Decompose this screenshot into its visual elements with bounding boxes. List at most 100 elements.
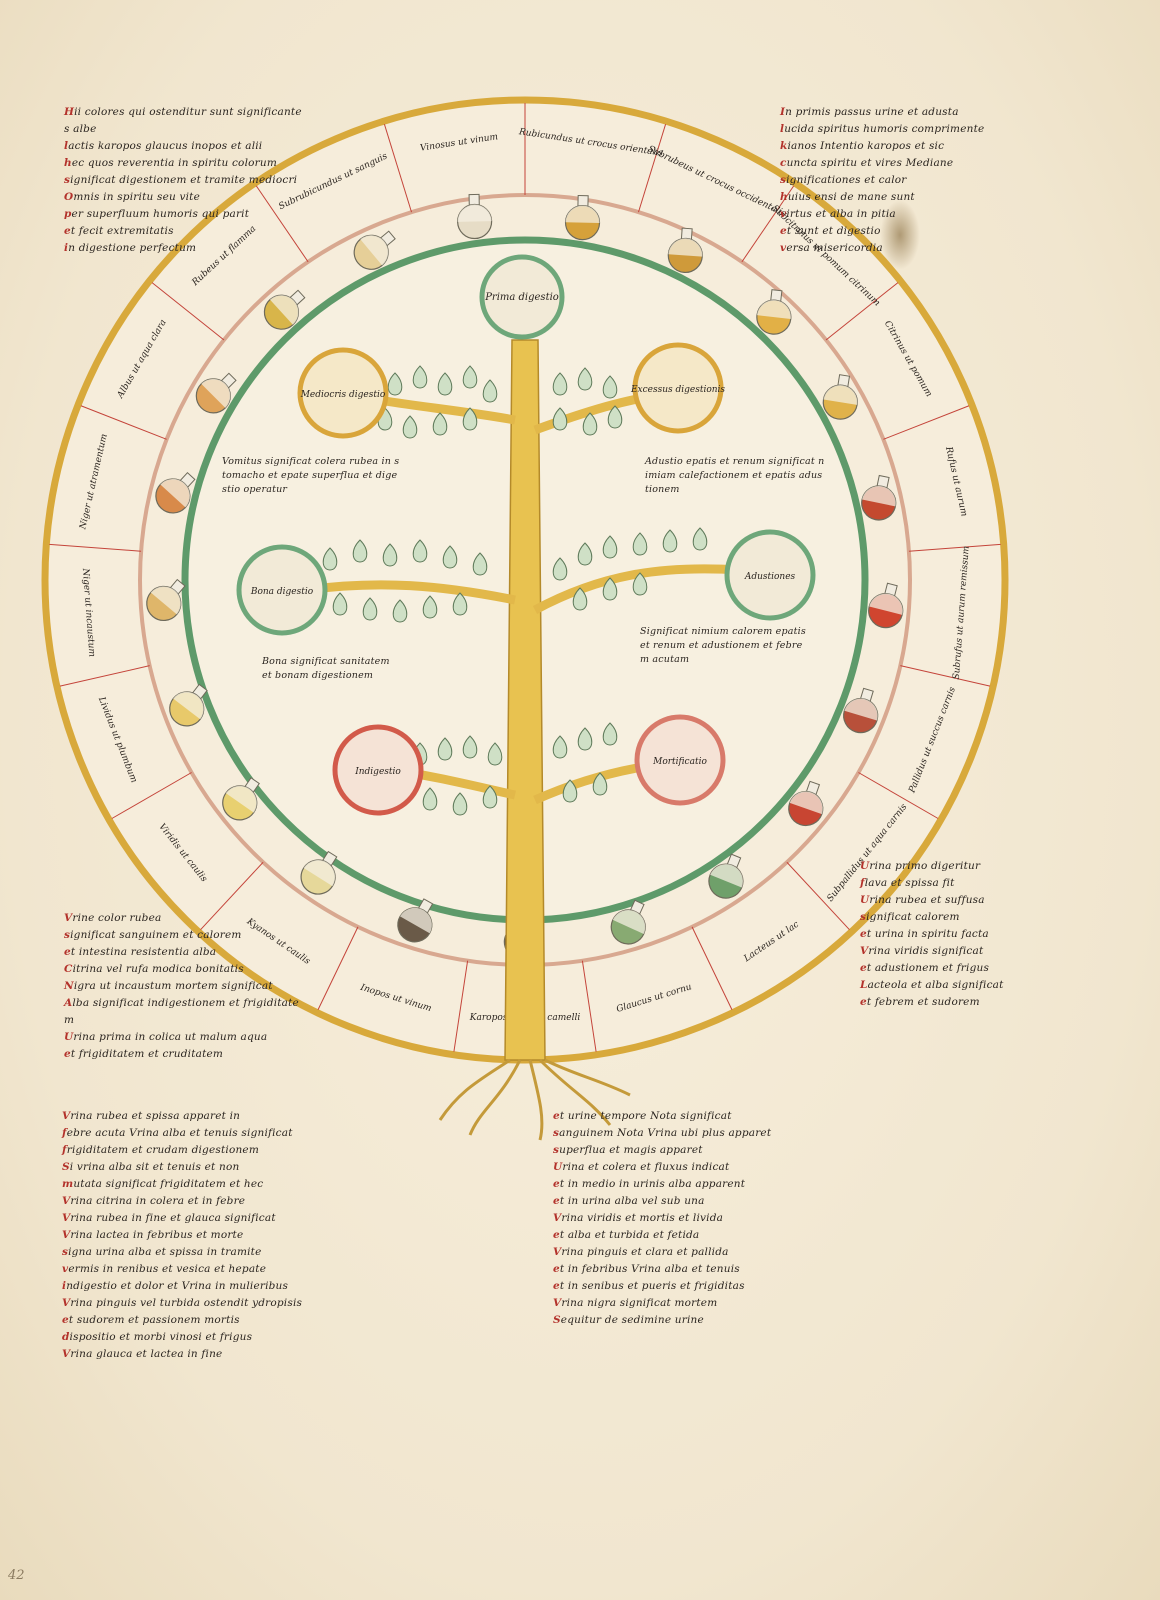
text-line-body: t in febribus Vrina alba et tenuis bbox=[559, 1263, 740, 1275]
text-line: Vrina citrina in colera et in febre bbox=[62, 1193, 512, 1210]
text-line: Citrina vel rufa modica bonitatis bbox=[64, 961, 304, 978]
flask-empty-top bbox=[150, 586, 181, 615]
text-line-body: equitur de sedimine urine bbox=[560, 1314, 704, 1326]
text-line-body: rina nigra significat mortem bbox=[561, 1297, 718, 1309]
flask-empty-top bbox=[457, 204, 492, 222]
tree-leaf bbox=[402, 415, 418, 439]
tree-leaf bbox=[582, 412, 598, 436]
urine-flask bbox=[822, 374, 858, 420]
rubricated-initial: C bbox=[64, 963, 73, 975]
rubricated-initial: V bbox=[553, 1246, 562, 1258]
text-line-body: ermis in renibus et vesica et hepate bbox=[68, 1263, 267, 1275]
urine-flask bbox=[861, 474, 897, 521]
flask-empty-top bbox=[201, 378, 231, 408]
text-line: flava et spissa fit bbox=[860, 875, 1020, 892]
text-line-body: irtus et alba in pitia bbox=[786, 208, 896, 220]
segment-spoke bbox=[908, 543, 1001, 552]
text-line: et alba et turbida et fetida bbox=[553, 1227, 1013, 1244]
tree-leaf bbox=[692, 527, 708, 551]
rubricated-initial: e bbox=[860, 928, 867, 940]
rubricated-initial: m bbox=[62, 1178, 74, 1190]
rubricated-initial: e bbox=[553, 1263, 560, 1275]
urine-flask bbox=[788, 780, 824, 827]
rubricated-initial: s bbox=[64, 929, 71, 941]
tree-leaf bbox=[602, 375, 618, 399]
segment-spoke bbox=[858, 772, 939, 819]
rubricated-initial: h bbox=[780, 191, 788, 203]
branch-note-text: Vomitus significat colera rubea in stoma… bbox=[222, 456, 400, 495]
text-line: virtus et alba in pitia bbox=[780, 206, 1020, 223]
text-line: sanguinem Nota Vrina ubi plus apparet bbox=[553, 1125, 1013, 1142]
tree-leaf bbox=[472, 552, 488, 576]
segment-spoke bbox=[151, 282, 225, 341]
text-line: Vrina viridis et mortis et livida bbox=[553, 1210, 1013, 1227]
rubricated-initial: i bbox=[64, 242, 69, 254]
rubricated-initial: e bbox=[553, 1229, 560, 1241]
flask-empty-top bbox=[612, 909, 646, 935]
segment-spoke bbox=[80, 405, 167, 440]
tree-leaves bbox=[322, 365, 708, 816]
tree-leaf bbox=[572, 587, 588, 611]
text-line-body: uperflua et magis apparet bbox=[559, 1144, 703, 1156]
segment-spoke bbox=[581, 960, 597, 1052]
digestion-node-ring bbox=[634, 714, 726, 806]
text-line: et in febribus Vrina alba et tenuis bbox=[553, 1261, 1013, 1278]
tree-leaf bbox=[462, 365, 478, 389]
tree-leaf bbox=[432, 412, 448, 436]
tree-leaf bbox=[452, 592, 468, 616]
tree-leaf bbox=[442, 545, 458, 569]
tree-leaf bbox=[632, 532, 648, 556]
text-line: dispositio et morbi vinosi et frigus bbox=[62, 1329, 512, 1346]
segment-spoke bbox=[741, 185, 795, 263]
branch-mid-right bbox=[532, 564, 741, 614]
text-line: et fecit extremitatis bbox=[64, 223, 304, 240]
urine-flask bbox=[146, 578, 186, 622]
text-line-body: t febrem et sudorem bbox=[866, 996, 980, 1008]
segment-spoke bbox=[111, 772, 192, 819]
text-line: significat digestionem et tramite medioc… bbox=[64, 172, 304, 189]
segment-spoke bbox=[638, 124, 667, 213]
rubricated-initial: h bbox=[64, 157, 72, 169]
tree-leaf bbox=[592, 772, 608, 796]
segment-spoke bbox=[49, 543, 142, 552]
tree-leaf bbox=[577, 542, 593, 566]
tree-leaf bbox=[562, 779, 578, 803]
text-line-body: rina glauca et lactea in fine bbox=[70, 1348, 223, 1360]
flask-empty-top bbox=[844, 698, 878, 721]
branch-note-mid-right: Significat nimium calorem epatis et renu… bbox=[640, 625, 810, 667]
text-line: significat calorem bbox=[860, 909, 1020, 926]
text-line-body: t in senibus et pueris et frigiditas bbox=[559, 1280, 745, 1292]
text-line: et urine tempore Nota significat bbox=[553, 1108, 1013, 1125]
text-line-body: rina lactea in febribus et morte bbox=[70, 1229, 244, 1241]
page-stain bbox=[880, 200, 920, 270]
text-line-body: actis karopos glaucus inopos et alii bbox=[68, 140, 263, 152]
text-line: Vrina nigra significat mortem bbox=[553, 1295, 1013, 1312]
tree-leaf bbox=[662, 529, 678, 553]
text-line: huius ensi de mane sunt bbox=[780, 189, 1020, 206]
rubricated-initial: V bbox=[553, 1297, 562, 1309]
text-line-body: acteola et alba significat bbox=[867, 979, 1004, 991]
tree-leaf bbox=[332, 592, 348, 616]
tree-leaf bbox=[462, 735, 478, 759]
tree-leaf bbox=[392, 599, 408, 623]
text-line-body: rigiditatem et crudam digestionem bbox=[66, 1144, 260, 1156]
digestion-node: Excessus digestionis bbox=[630, 342, 725, 434]
text-line-body: rina rubea et suffusa bbox=[869, 894, 985, 906]
digestion-node-label: Mediocris digestio bbox=[300, 390, 386, 400]
text-line-body: ispositio et morbi vinosi et frigus bbox=[69, 1331, 253, 1343]
urine-flask bbox=[169, 683, 208, 727]
rubricated-initial: V bbox=[62, 1195, 71, 1207]
flask-empty-top bbox=[710, 864, 743, 888]
text-line-body: t urina in spiritu facta bbox=[866, 928, 989, 940]
trunk-top-label: Prima digestio bbox=[484, 292, 559, 303]
digestion-node-label: Adustiones bbox=[744, 572, 796, 582]
text-line: Vrina pinguis vel turbida ostendit ydrop… bbox=[62, 1295, 512, 1312]
segment-spoke bbox=[255, 185, 309, 263]
text-line-body: rina pinguis vel turbida ostendit ydropi… bbox=[70, 1297, 303, 1309]
flask-empty-top bbox=[869, 593, 903, 615]
rubricated-initial: S bbox=[62, 1161, 70, 1173]
tree-leaf bbox=[552, 407, 568, 431]
flask-empty-top bbox=[862, 485, 896, 507]
